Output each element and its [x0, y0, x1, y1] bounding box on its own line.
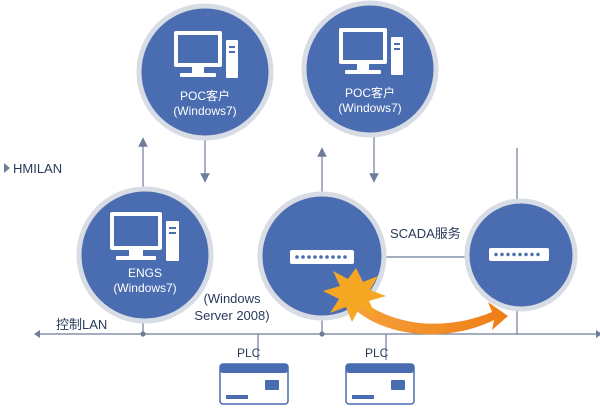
- poc-client-2-name: POC客户: [345, 85, 395, 100]
- engs-node: ENGS (Windows7): [76, 186, 214, 324]
- control-lan-bus: [34, 330, 600, 338]
- plc-device-1: PLC: [219, 346, 289, 405]
- plc-1-label: PLC: [237, 346, 261, 360]
- fault-burst-icon: [323, 268, 386, 322]
- scada-service-label: SCADA服务: [390, 226, 461, 241]
- failover-arrow-icon: [350, 292, 508, 335]
- poc-client-1-name: POC客户: [180, 88, 230, 103]
- desktop-computer-icon: [174, 31, 238, 78]
- poc-client-1: POC客户 (Windows7): [136, 3, 274, 141]
- poc-client-2: POC客户 (Windows7): [301, 0, 439, 138]
- scada-node: [464, 198, 578, 312]
- engs-os: (Windows7): [113, 281, 176, 295]
- plc-device-2: PLC: [345, 346, 415, 405]
- desktop-computer-icon: [110, 212, 179, 261]
- server-os-line2: Server 2008): [194, 308, 269, 323]
- plc-icon: [345, 363, 415, 405]
- poc-client-2-os: (Windows7): [338, 101, 401, 115]
- control-lan-label: 控制LAN: [56, 317, 107, 332]
- network-switch-icon: [290, 250, 354, 264]
- poc-client-1-os: (Windows7): [173, 104, 236, 118]
- plc-icon: [219, 363, 289, 405]
- network-switch-icon: [489, 248, 549, 261]
- plc-2-label: PLC: [365, 346, 389, 360]
- hmilan-marker-icon: [4, 163, 10, 173]
- engs-name: ENGS: [128, 266, 162, 280]
- server-os-line1: (Windows: [203, 291, 261, 306]
- hmilan-label: HMILAN: [13, 161, 62, 176]
- desktop-computer-icon: [339, 28, 403, 75]
